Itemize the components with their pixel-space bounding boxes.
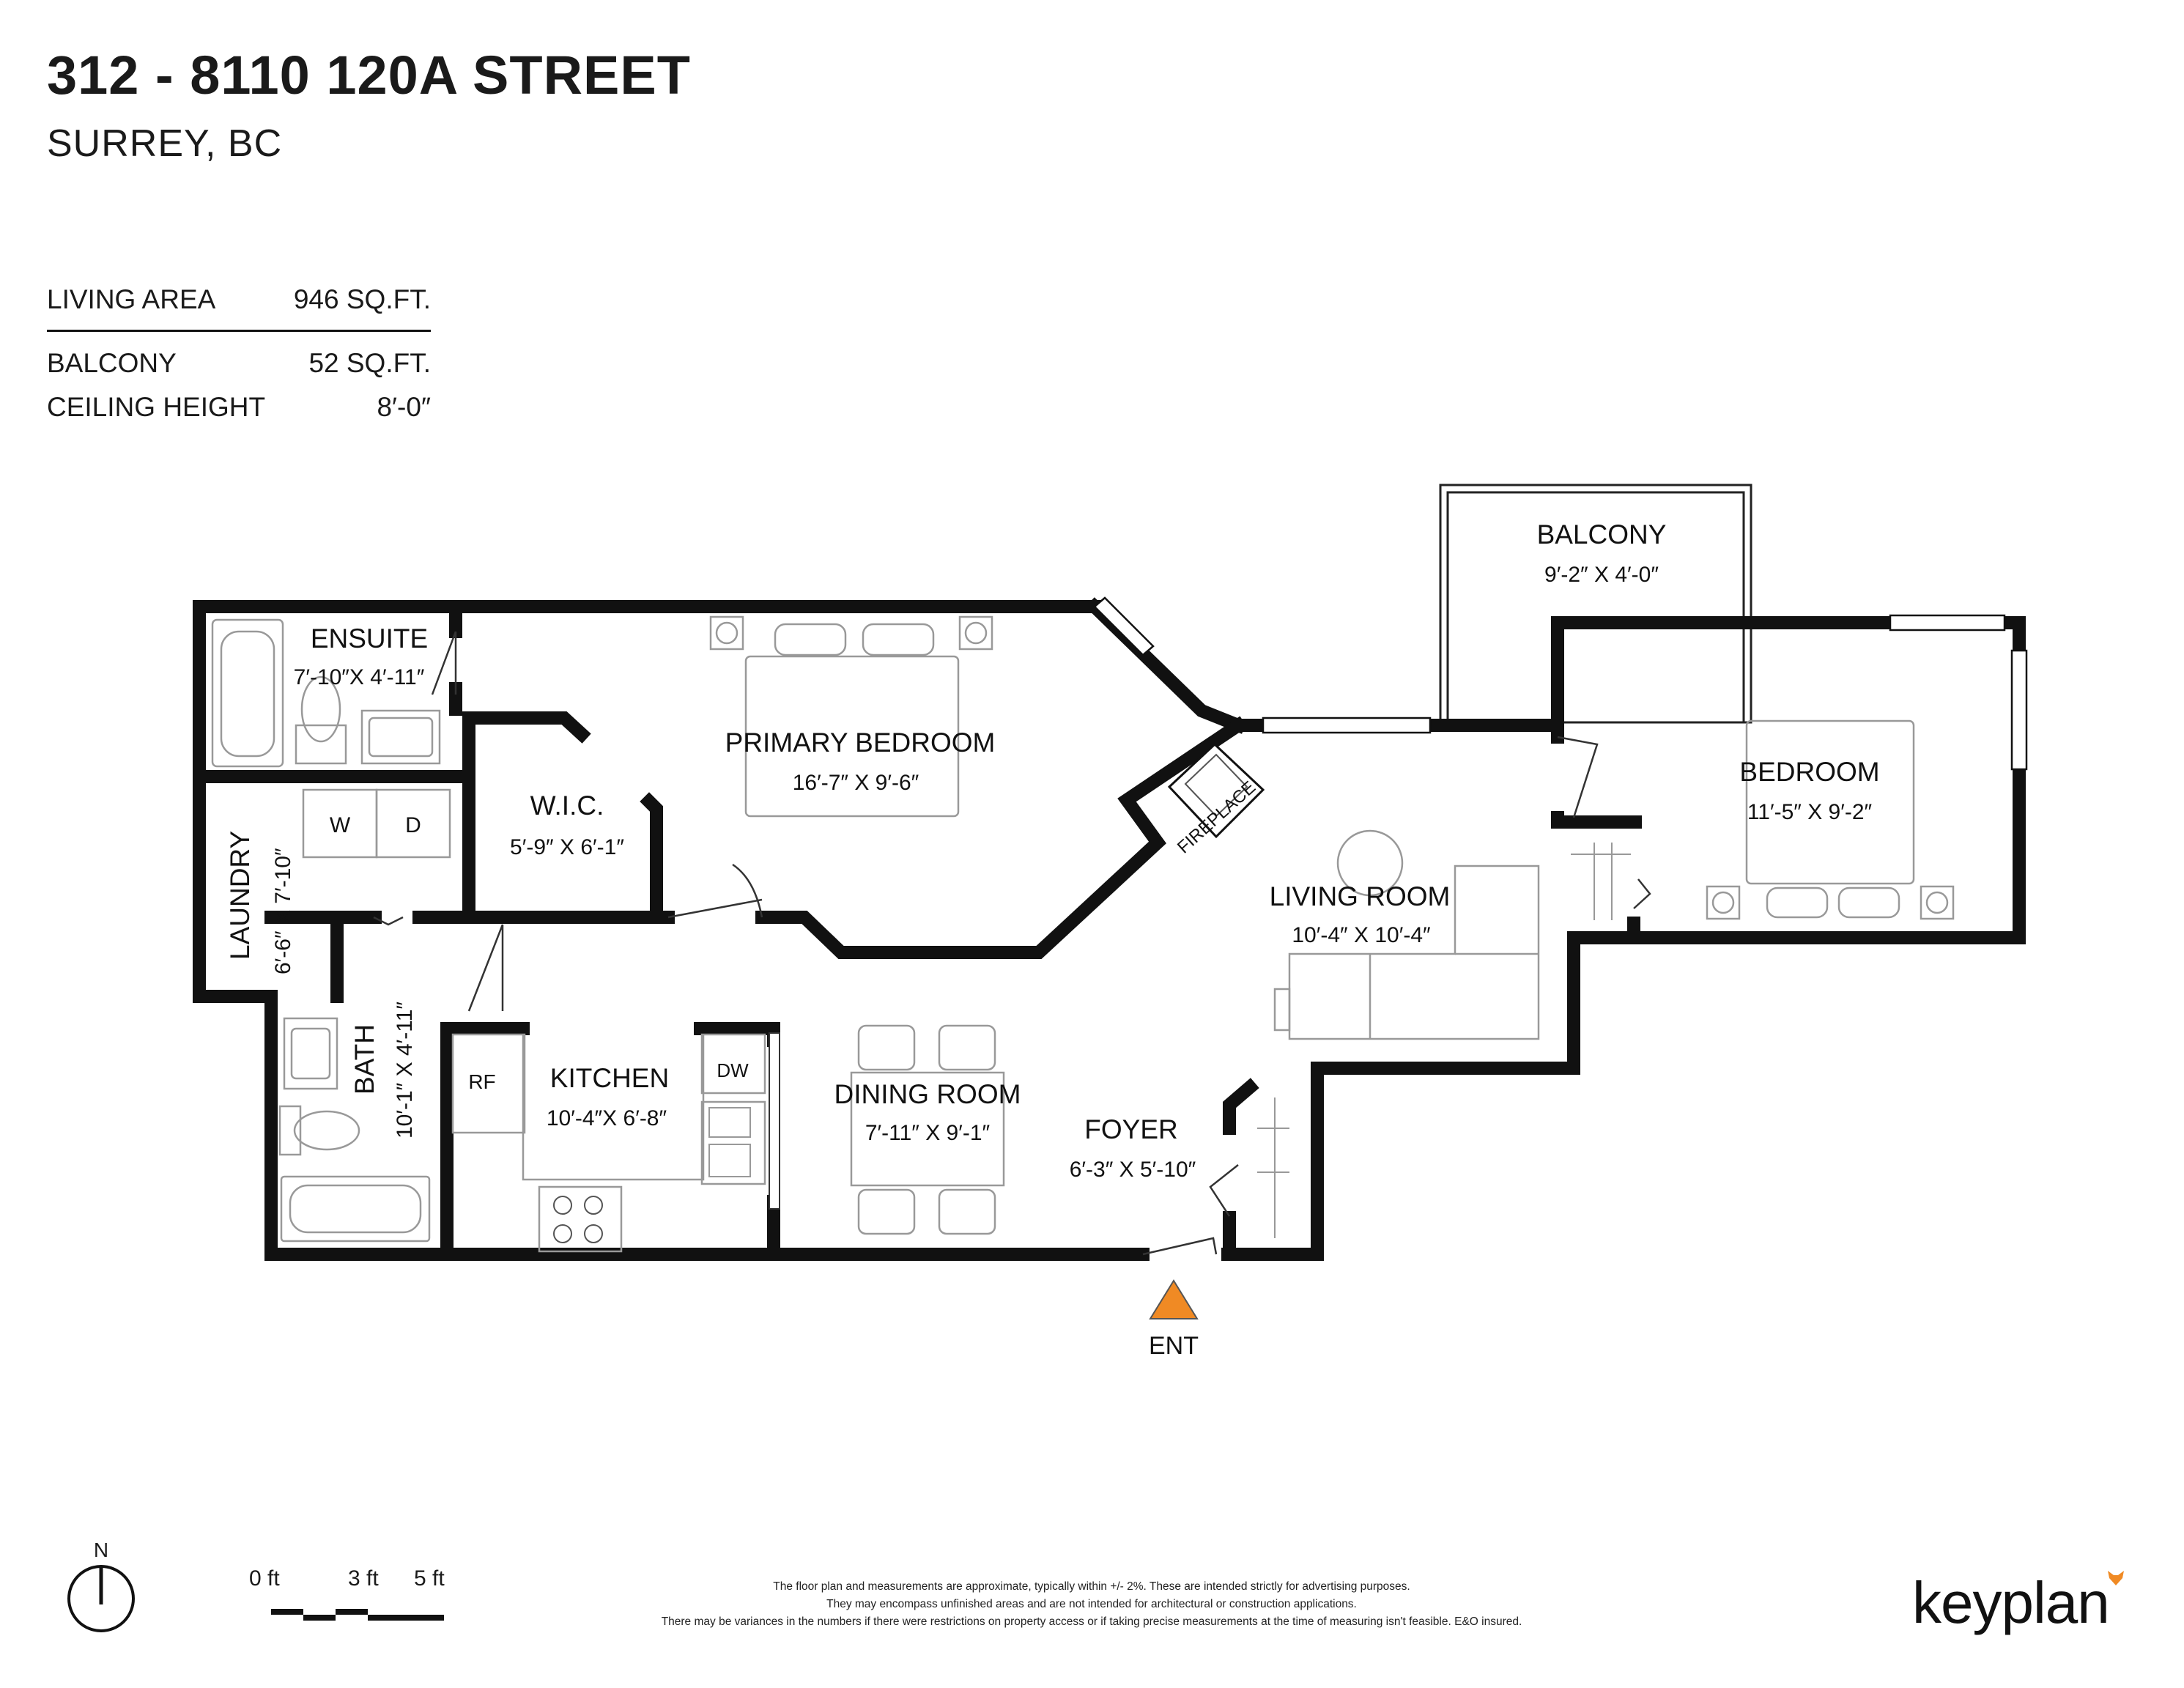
balcony-area-label: BALCONY — [47, 348, 177, 378]
living-room-dims: 10′-4″ X 10′-4″ — [1292, 923, 1431, 947]
living-furniture — [1273, 829, 1540, 1040]
compass-icon — [67, 1565, 135, 1632]
laundry-dims: 6′-6″ X 7′-10″ — [271, 848, 295, 974]
disclaimer-line-2: They may encompass unfinished areas and … — [826, 1598, 1357, 1610]
fox-icon — [2107, 1571, 2124, 1585]
wic-dims: 5′-9″ X 6′-1″ — [510, 835, 624, 859]
foyer-dims: 6′-3″ X 5′-10″ — [1070, 1158, 1196, 1182]
living-area-label: LIVING AREA — [47, 284, 216, 314]
scale-tick-5: 5 ft — [414, 1566, 445, 1591]
bedroom-dims: 11′-5″ X 9′-2″ — [1747, 800, 1873, 824]
disclaimer-line-3: There may be variances in the numbers if… — [661, 1615, 1522, 1628]
foyer-label: FOYER — [1084, 1114, 1177, 1144]
laundry-fixtures: W D — [302, 788, 451, 859]
living-area-value: 946 SQ.FT. — [293, 284, 431, 314]
living-room-label: LIVING ROOM — [1270, 881, 1451, 911]
washer-label: W — [330, 813, 351, 837]
fridge-label: RF — [468, 1070, 495, 1093]
ceiling-height-value: 8′-0″ — [377, 392, 431, 422]
entrance-marker: ENT — [1149, 1279, 1199, 1360]
scale-bar: 0 ft 3 ft 5 ft — [249, 1566, 447, 1632]
wic-label: W.I.C. — [530, 791, 604, 821]
brand-name: keyplan — [1912, 1570, 2110, 1635]
dryer-label: D — [405, 813, 421, 837]
keyplan-logo: keyplan — [1912, 1569, 2124, 1637]
kitchen-fixtures: RF DW — [451, 1032, 780, 1253]
bath-fixtures — [278, 1017, 431, 1243]
north-label: N — [93, 1539, 109, 1561]
primary-bedroom-dims: 16′-7″ X 9′-6″ — [793, 771, 919, 795]
property-city: SURREY, BC — [47, 122, 283, 165]
north-compass: N — [64, 1539, 138, 1639]
living-area-row: LIVING AREA 946 SQ.FT. — [47, 284, 431, 332]
bedroom-label: BEDROOM — [1739, 757, 1879, 787]
balcony-area-value: 52 SQ.FT. — [308, 348, 431, 378]
dishwasher-label: DW — [717, 1059, 749, 1081]
ensuite-fixtures — [211, 618, 441, 768]
dining-set — [850, 1024, 1005, 1235]
primary-bed — [709, 615, 993, 818]
scale-tick-3: 3 ft — [348, 1566, 379, 1591]
balcony-dims: 9′-2″ X 4′-0″ — [1544, 563, 1659, 587]
header: 312 - 8110 120A STREET SURREY, BC — [47, 48, 691, 163]
disclaimer: The floor plan and measurements are appr… — [586, 1578, 1597, 1631]
kitchen-label: KITCHEN — [550, 1063, 669, 1093]
ceiling-height-label: CEILING HEIGHT — [47, 392, 266, 422]
ensuite-label: ENSUITE — [311, 623, 428, 654]
balcony-outline — [1439, 484, 1752, 724]
balcony-row: BALCONY 52 SQ.FT. — [47, 348, 431, 392]
kitchen-dims: 10′-4″X 6′-8″ — [547, 1106, 667, 1130]
laundry-label: LAUNDRY — [225, 831, 255, 960]
primary-bedroom-label: PRIMARY BEDROOM — [725, 728, 996, 758]
ceiling-row: CEILING HEIGHT 8′-0″ — [47, 392, 431, 436]
entrance-label: ENT — [1149, 1332, 1199, 1360]
closets — [1257, 843, 1631, 1238]
dining-room-dims: 7′-11″ X 9′-1″ — [865, 1121, 991, 1145]
property-address: 312 - 8110 120A STREET — [47, 45, 691, 106]
windows — [1093, 596, 2028, 771]
scale-tick-0: 0 ft — [249, 1566, 280, 1591]
dining-room-label: DINING ROOM — [834, 1079, 1021, 1109]
bath-dims: 10′-1″ X 4′-11″ — [393, 1002, 417, 1139]
bedroom-bed — [1706, 719, 1955, 920]
disclaimer-line-1: The floor plan and measurements are appr… — [773, 1580, 1410, 1593]
balcony-label: BALCONY — [1537, 519, 1667, 549]
scale-graphic — [271, 1609, 444, 1621]
doors — [373, 631, 1651, 1256]
room-labels: ENSUITE 7′-10″X 4′-11″ PRIMARY BEDROOM 1… — [225, 519, 1880, 1182]
area-stats: LIVING AREA 946 SQ.FT. BALCONY 52 SQ.FT.… — [47, 284, 431, 436]
bath-label: BATH — [349, 1024, 380, 1095]
ensuite-dims: 7′-10″X 4′-11″ — [294, 665, 425, 689]
